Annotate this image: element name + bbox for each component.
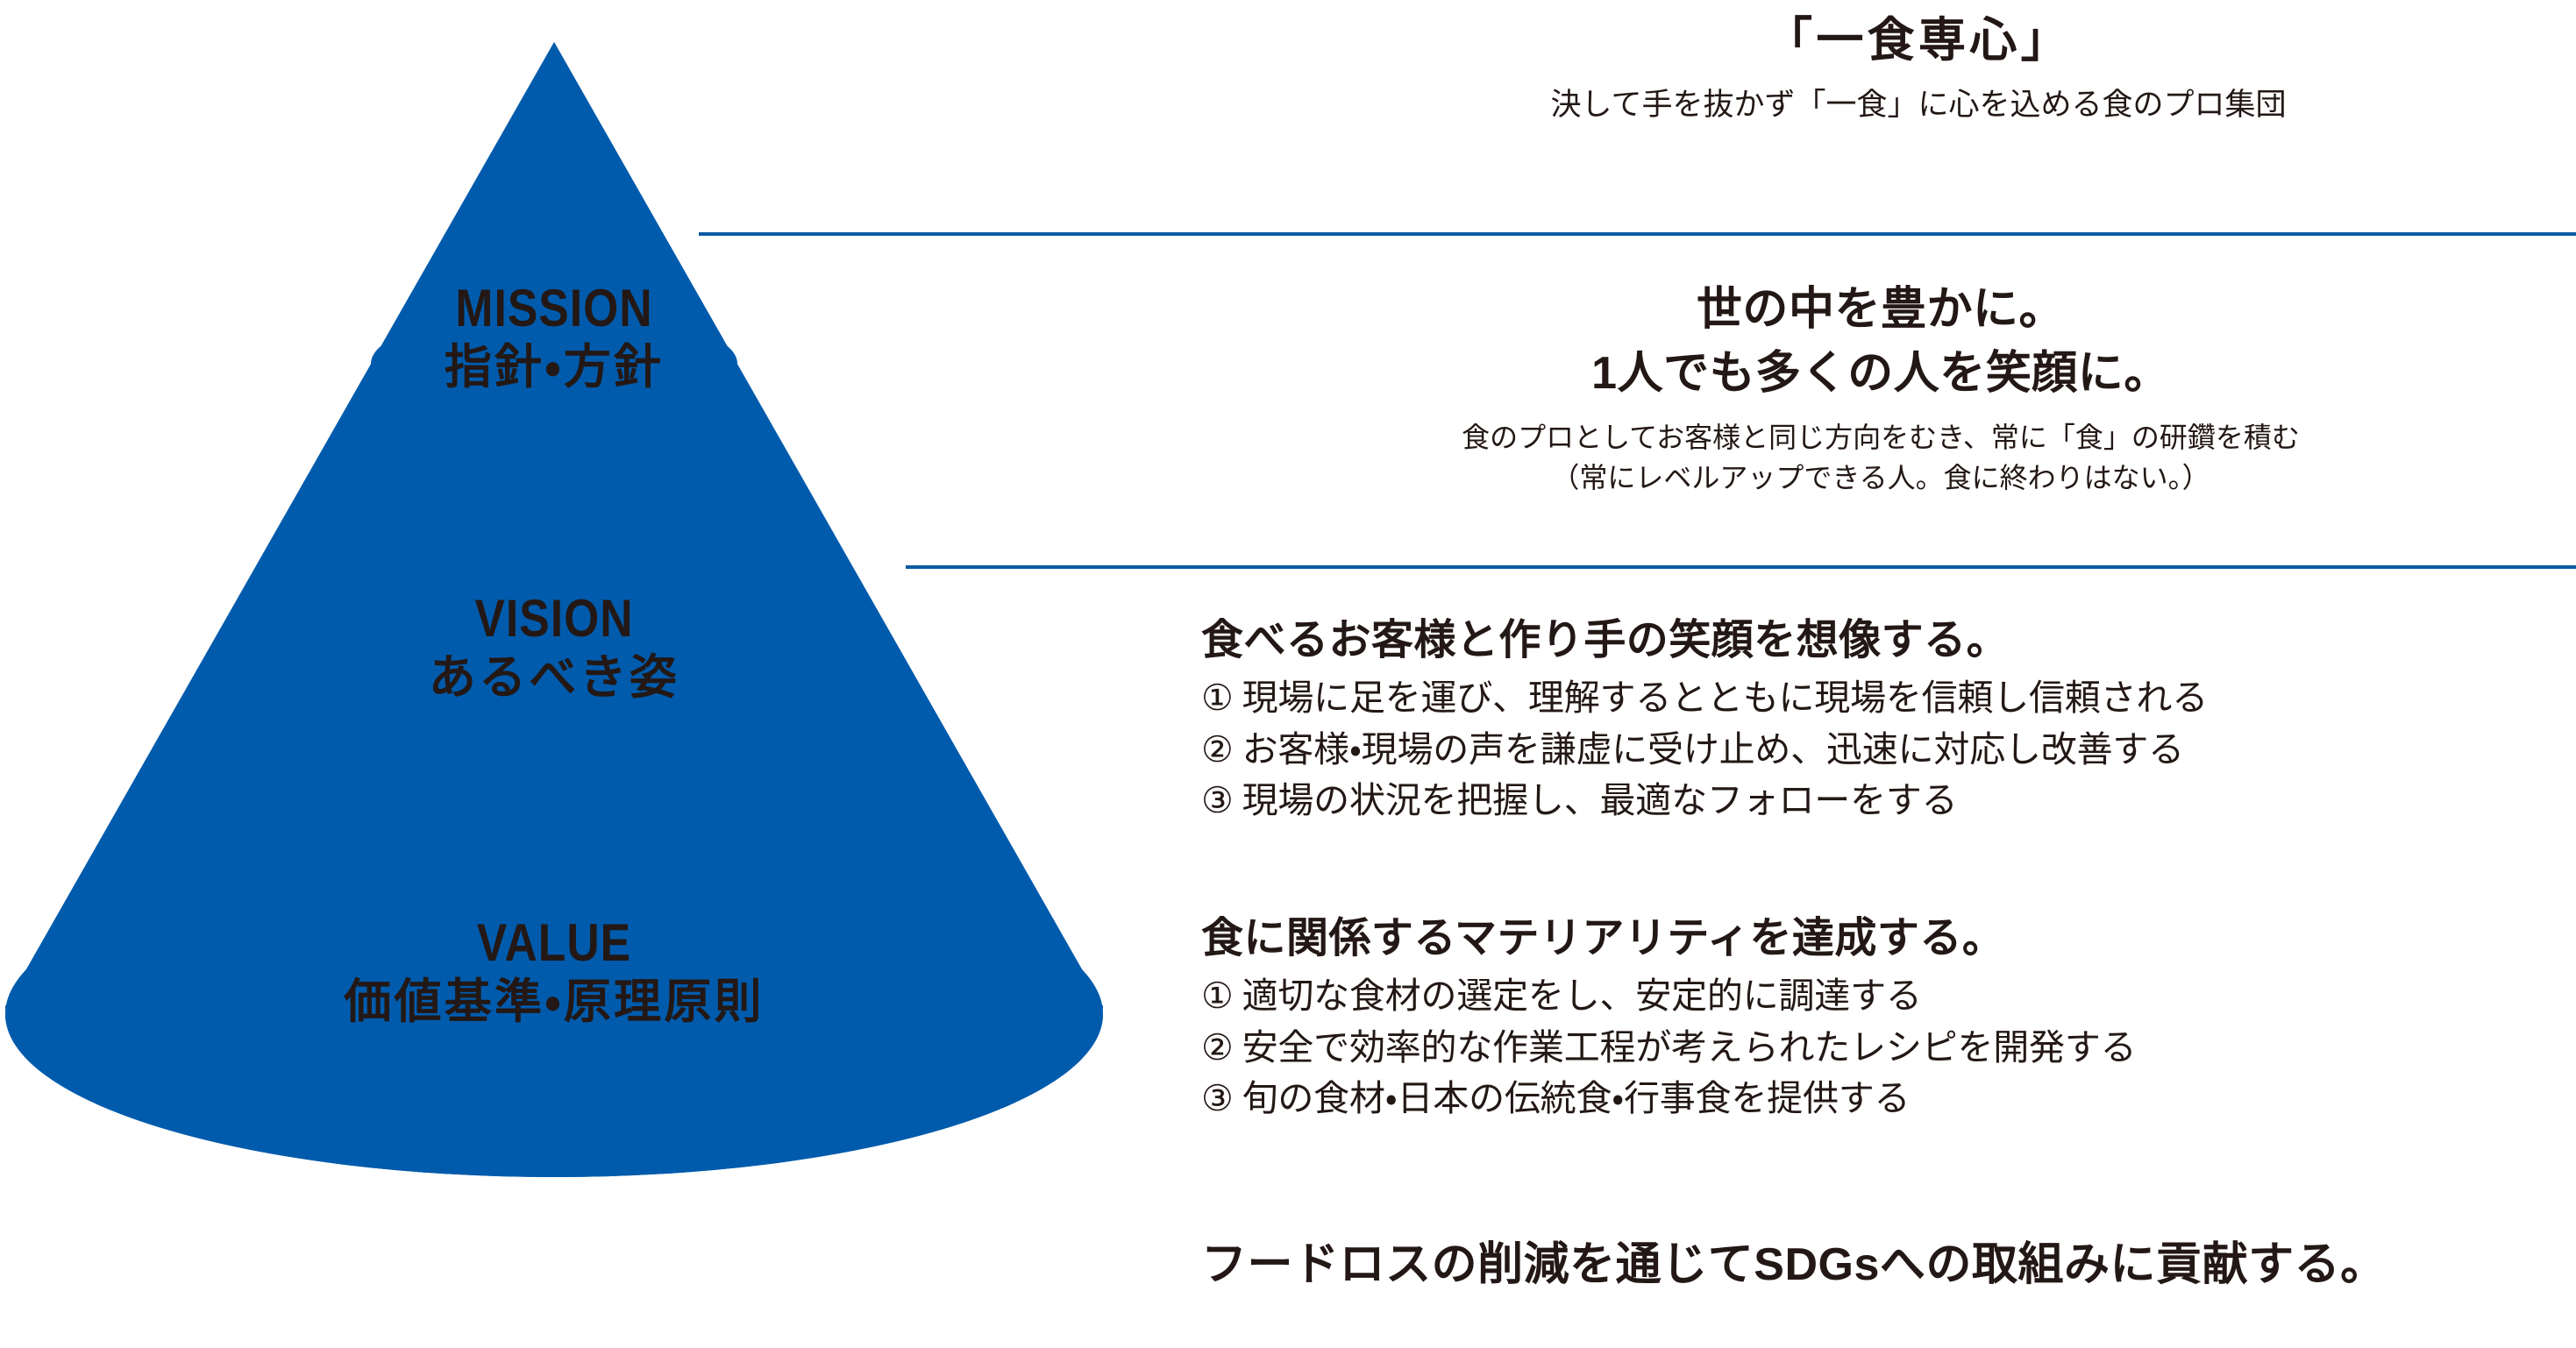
vision-subline-1: 食のプロとしてお客様と同じ方向をむき、常に「食」の研鑽を積む (1462, 422, 2300, 454)
list-item-text: 現場の状況を把握し、最適なフォローをする (1242, 779, 1958, 820)
vision-headline-line2: 1人でも多くの人を笑顔に。 (1591, 347, 2170, 399)
mission-subline: 決して手を抜かず「一食」に心を込める食のプロ集団 (1550, 87, 2287, 122)
value-group-2-headline: 食に関係するマテリアリティを達成する。 (1201, 915, 2005, 961)
list-item-text: 適切な食材の選定をし、安定的に調達する (1242, 976, 1922, 1017)
list-item-number: ① (1201, 976, 1234, 1017)
divider-rule-vision (906, 565, 2576, 569)
list-item-text: お客様・現場の声を謙虚に受け止め、迅速に対応し改善する (1242, 728, 2185, 770)
cone-tier-value (5, 708, 1103, 1177)
divider-rule-mission (699, 232, 2576, 236)
cone-tier-vision (230, 412, 879, 756)
cone-svg (5, 42, 1103, 1177)
list-item-text: 安全で効率的な作業工程が考えられたレシピを開発する (1242, 1026, 2137, 1068)
vision-subline-2: （常にレベルアップできる人。食に終わりはない。） (1551, 462, 2210, 494)
list-item-text: 現場に足を運び、理解するとともに現場を信頼し信頼される (1242, 678, 2209, 719)
list-item-text: 旬の食材・日本の伝統食・行事食を提供する (1242, 1077, 1911, 1118)
value-group-1-headline: 食べるお客様と作り手の笑顔を想像する。 (1201, 617, 2010, 663)
value-closing-statement-wrap: フードロスの削減を通じてSDGsへの取組みに貢献する。 (1201, 1236, 2576, 1295)
cone-tier-mission (371, 42, 737, 418)
list-item-number: ③ (1201, 779, 1234, 820)
vision-panel: 世の中を豊かに。 1人でも多くの人を笑顔に。 食のプロとしてお客様と同じ方向をむ… (1228, 280, 2534, 497)
pyramid-cone-graphic: MISSION 指針・方針 VISION あるべき姿 VALUE 価値基準・原理… (0, 0, 1140, 1227)
list-item-number: ② (1201, 1026, 1234, 1068)
list-item-number: ② (1201, 728, 1234, 770)
value-closing-statement: フードロスの削減を通じてSDGsへの取組みに貢献する。 (1201, 1239, 2387, 1290)
vision-headline-line1: 世の中を豊かに。 (1696, 284, 2066, 335)
list-item-number: ① (1201, 678, 1234, 719)
mission-panel: 「一食専心」 決して手を抜かず「一食」に心を込める食のプロ集団 (1305, 12, 2532, 126)
mission-headline: 「一食専心」 (1765, 14, 2072, 67)
list-item-number: ③ (1201, 1077, 1234, 1118)
